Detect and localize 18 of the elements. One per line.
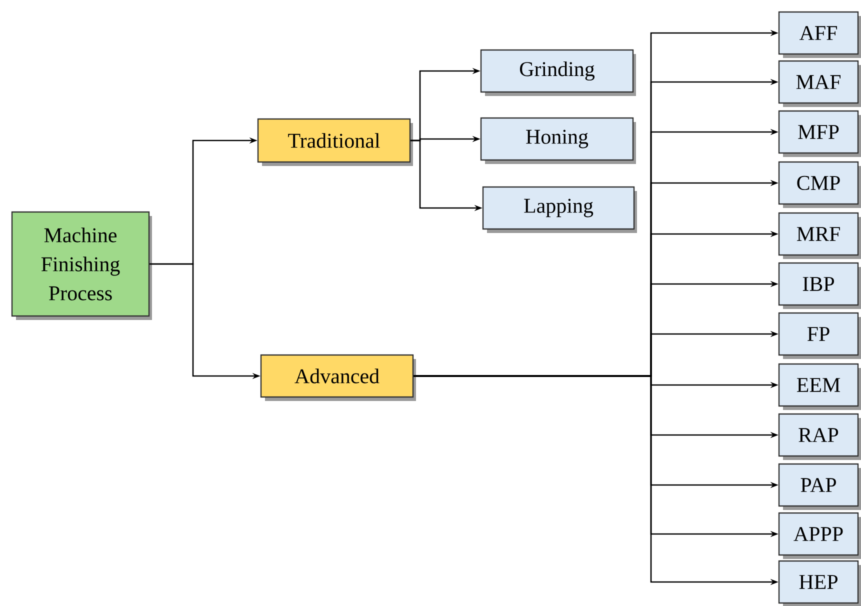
process-box: RAP xyxy=(778,413,861,460)
process-box: Machine Finishing Process xyxy=(11,211,152,320)
process-box: MFP xyxy=(778,110,861,157)
process-box: Advanced xyxy=(260,354,416,401)
process-box: Traditional xyxy=(257,118,413,166)
process-box: PAP xyxy=(778,463,861,510)
process-box: FP xyxy=(778,312,861,359)
process-box: Honing xyxy=(480,117,636,164)
process-box: Lapping xyxy=(482,186,637,233)
process-box: MAF xyxy=(778,60,861,107)
process-box: Grinding xyxy=(480,49,636,96)
process-box: IBP xyxy=(778,262,861,309)
process-box: CMP xyxy=(778,161,861,208)
process-box: EEM xyxy=(778,363,861,410)
process-box: APPP xyxy=(778,512,861,559)
process-box: MRF xyxy=(778,212,861,259)
process-box: HEP xyxy=(778,560,861,606)
process-box: AFF xyxy=(778,11,861,58)
